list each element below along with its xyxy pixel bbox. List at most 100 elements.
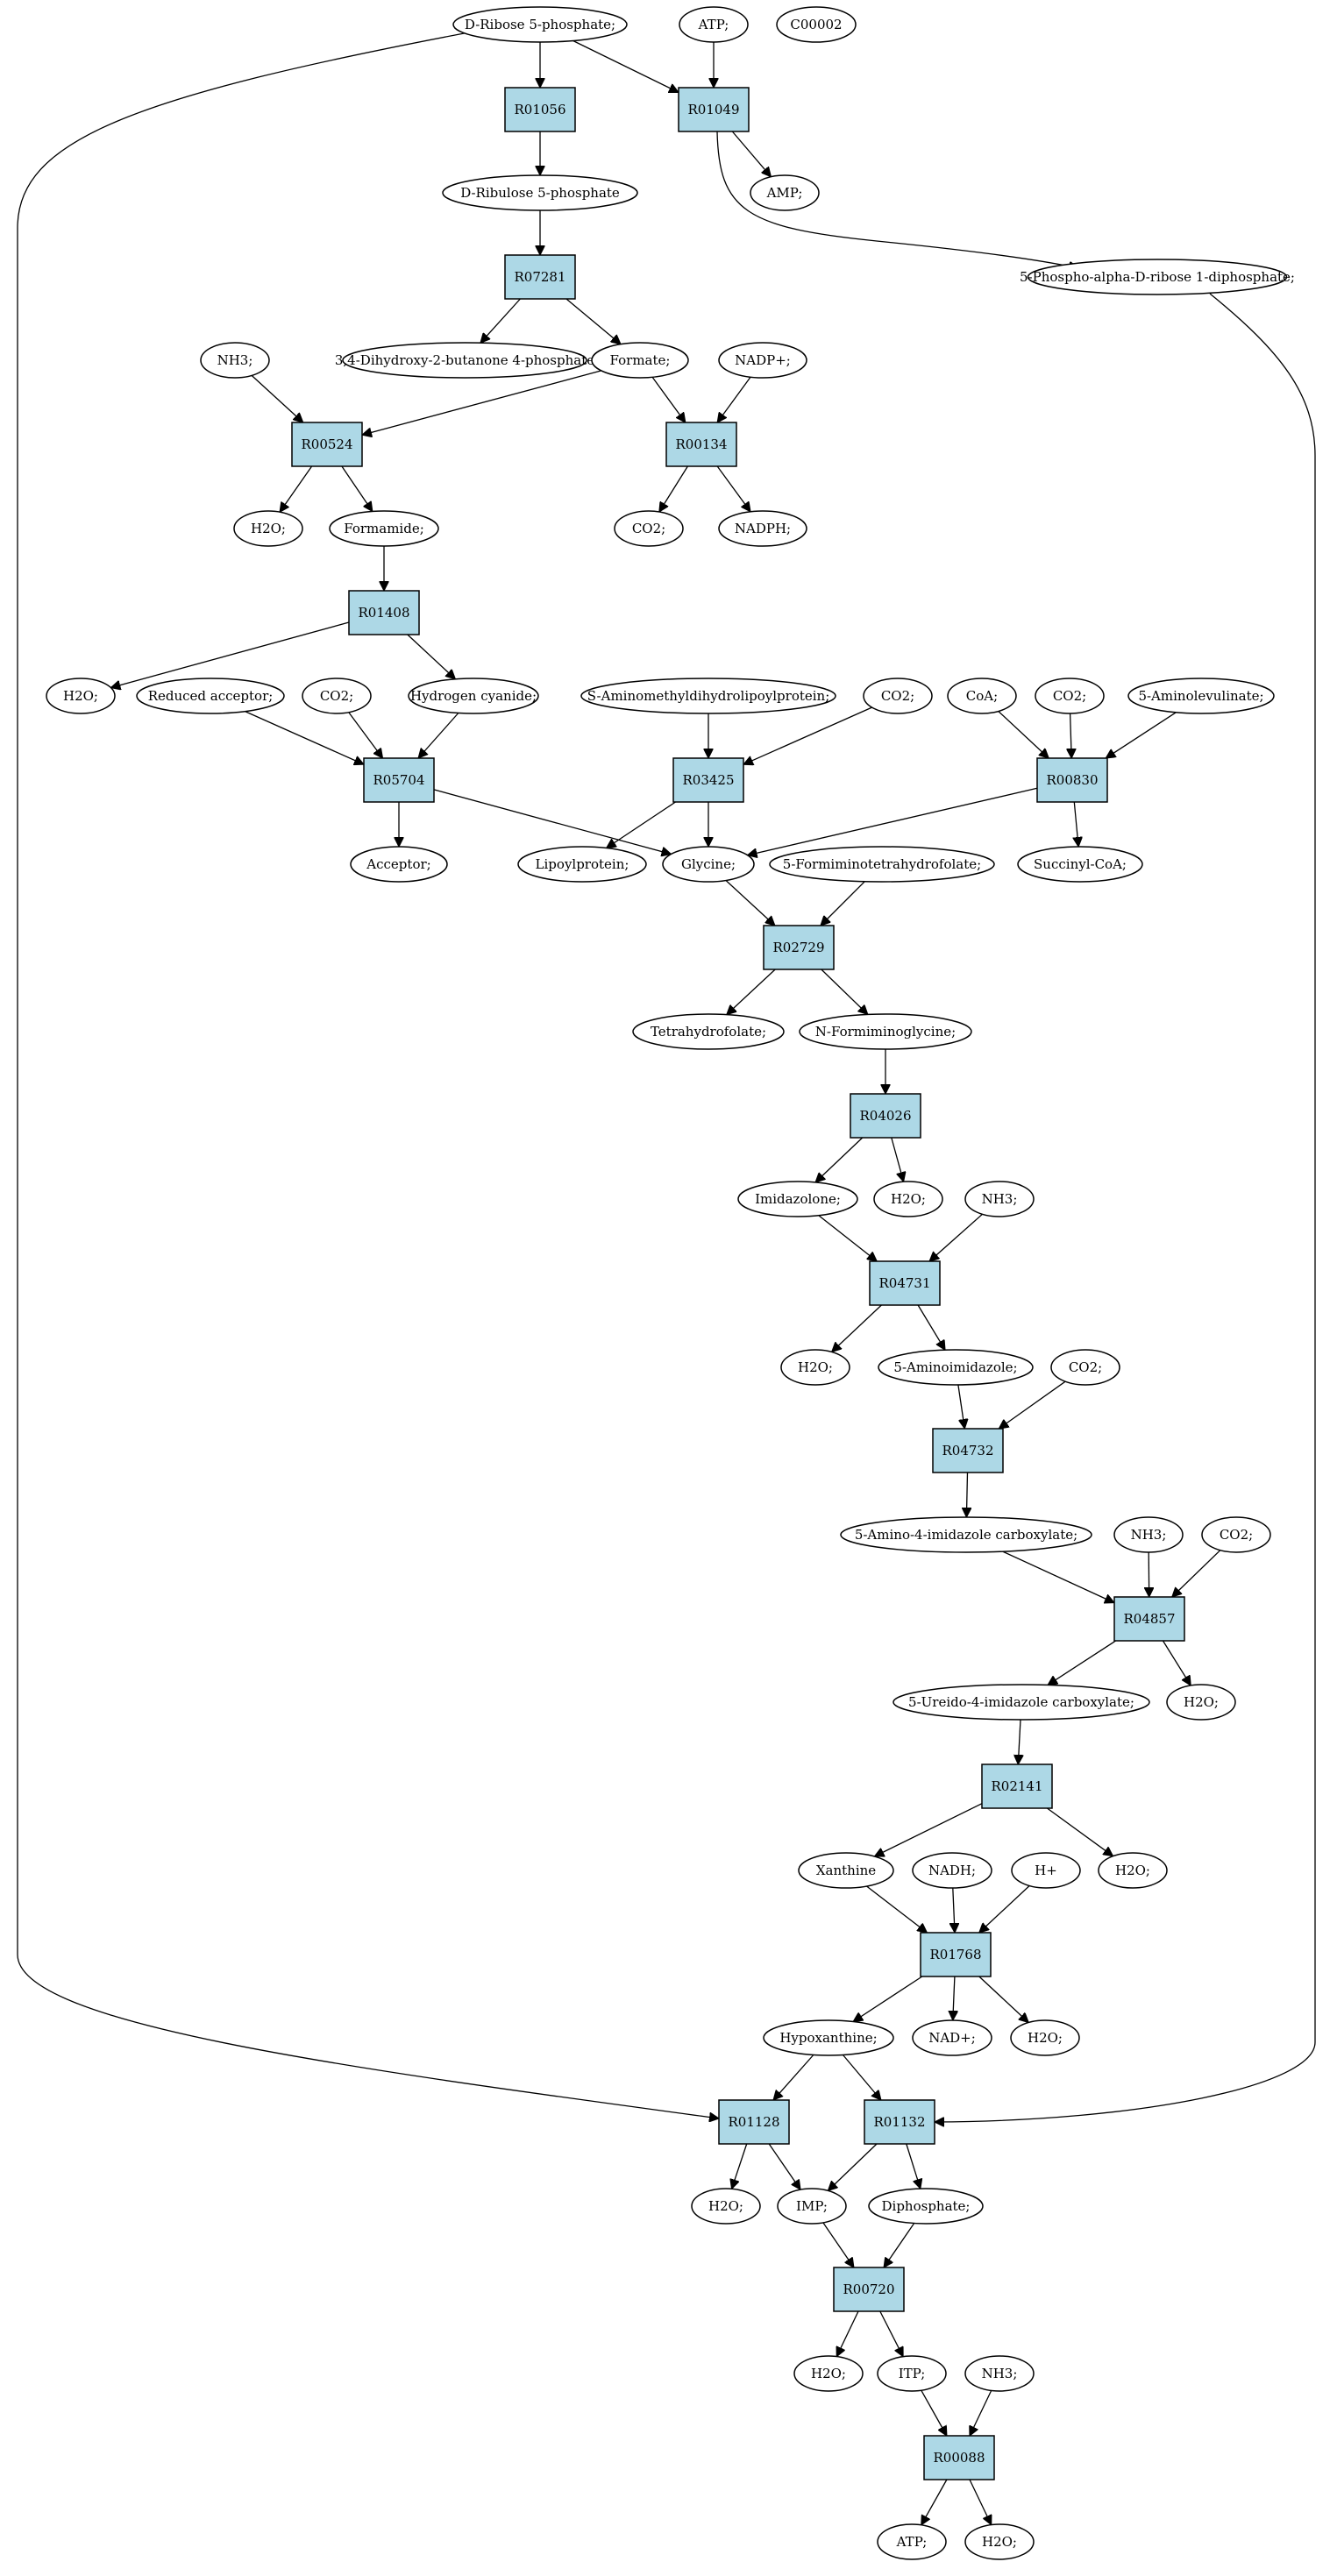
- reaction-node-r_R04026[interactable]: R04026: [850, 1093, 921, 1139]
- node-label: CO2;: [1069, 1359, 1102, 1375]
- compound-node-n_ribulose5p[interactable]: D-Ribulose 5-phosphate: [442, 174, 638, 211]
- compound-node-n_c00002[interactable]: C00002: [776, 6, 857, 43]
- reaction-node-r_R01056[interactable]: R01056: [504, 87, 576, 132]
- compound-node-n_h2o_10[interactable]: H2O;: [964, 2523, 1035, 2560]
- reaction-node-r_R01768[interactable]: R01768: [920, 1932, 992, 1977]
- compound-node-n_co2_5[interactable]: CO2;: [1050, 1349, 1120, 1386]
- reaction-node-r_R01128[interactable]: R01128: [718, 2099, 790, 2145]
- compound-node-n_nadp[interactable]: NADP+;: [718, 342, 807, 379]
- compound-ellipse: [632, 1013, 785, 1050]
- compound-node-n_h2o_1[interactable]: H2O;: [233, 510, 303, 547]
- compound-node-n_nh3_2[interactable]: NH3;: [964, 1181, 1035, 1217]
- compound-ellipse: [302, 678, 372, 714]
- compound-ellipse: [342, 342, 587, 379]
- reaction-node-r_R07281[interactable]: R07281: [504, 254, 576, 300]
- compound-node-n_samdlp[interactable]: S-Aminomethyldihydrolipoylprotein;: [580, 678, 836, 714]
- node-label: Reduced acceptor;: [148, 688, 274, 704]
- reaction-node-r_R04731[interactable]: R04731: [869, 1260, 941, 1306]
- compound-node-n_acceptor[interactable]: Acceptor;: [350, 846, 448, 883]
- compound-node-n_h2o_2[interactable]: H2O;: [46, 678, 116, 714]
- compound-node-n_hypoxanthine[interactable]: Hypoxanthine;: [763, 2019, 894, 2056]
- compound-node-n_5u4ic[interactable]: 5-Ureido-4-imidazole carboxylate;: [893, 1684, 1150, 1721]
- reaction-node-r_R03425[interactable]: R03425: [672, 757, 744, 803]
- compound-node-n_ala[interactable]: 5-Aminolevulinate;: [1127, 678, 1275, 714]
- compound-ellipse: [329, 510, 439, 547]
- compound-node-n_imidazolone[interactable]: Imidazolone;: [737, 1181, 858, 1217]
- reaction-node-r_R00830[interactable]: R00830: [1036, 757, 1108, 803]
- compound-node-n_nfg[interactable]: N-Formiminoglycine;: [799, 1013, 972, 1050]
- reaction-node-r_R01408[interactable]: R01408: [348, 590, 420, 635]
- compound-node-n_atp_top[interactable]: ATP;: [679, 6, 749, 43]
- reaction-node-r_R00720[interactable]: R00720: [833, 2267, 905, 2312]
- compound-node-n_ribose5p[interactable]: D-Ribose 5-phosphate;: [452, 6, 628, 43]
- compound-node-n_nh3_1[interactable]: NH3;: [200, 342, 270, 379]
- compound-node-n_5ai[interactable]: 5-Aminoimidazole;: [878, 1349, 1034, 1386]
- compound-node-n_h2o_9[interactable]: H2O;: [793, 2355, 864, 2392]
- reaction-node-r_R04857[interactable]: R04857: [1113, 1596, 1185, 1642]
- node-label: H2O;: [811, 2366, 846, 2381]
- compound-node-n_co2_2[interactable]: CO2;: [302, 678, 372, 714]
- compound-node-n_redacc[interactable]: Reduced acceptor;: [136, 678, 285, 714]
- compound-node-n_dhbp[interactable]: 3,4-Dihydroxy-2-butanone 4-phosphate: [335, 342, 594, 379]
- reaction-node-r_R02729[interactable]: R02729: [763, 925, 835, 970]
- compound-node-n_atp_bottom[interactable]: ATP;: [877, 2523, 947, 2560]
- compound-node-n_hplus[interactable]: H+: [1011, 1852, 1081, 1889]
- node-label: R04732: [942, 1443, 993, 1458]
- compound-node-n_nh3_4[interactable]: NH3;: [964, 2355, 1035, 2392]
- compound-node-n_diphosphate[interactable]: Diphosphate;: [868, 2188, 984, 2225]
- reaction-box: [504, 254, 576, 300]
- compound-node-n_co2_1[interactable]: CO2;: [614, 510, 684, 547]
- compound-node-n_nadh[interactable]: NADH;: [912, 1852, 992, 1889]
- node-label: Hypoxanthine;: [779, 2030, 877, 2046]
- compound-ellipse: [1127, 678, 1275, 714]
- compound-node-n_succoa[interactable]: Succinyl-CoA;: [1017, 846, 1143, 883]
- compound-node-n_imp[interactable]: IMP;: [777, 2188, 847, 2225]
- compound-node-n_hcn[interactable]: Hydrogen cyanide;: [408, 678, 539, 714]
- compound-node-n_h2o_3[interactable]: H2O;: [873, 1181, 943, 1217]
- edge-r_R01128-to-n_imp: [768, 2143, 800, 2189]
- compound-node-n_fthf[interactable]: 5-Formiminotetrahydrofolate;: [769, 846, 995, 883]
- reaction-node-r_R00524[interactable]: R00524: [291, 422, 363, 467]
- edge-n_prpp-to-r_R01132: [935, 293, 1316, 2122]
- compound-node-n_co2_6[interactable]: CO2;: [1201, 1516, 1271, 1553]
- compound-node-n_prpp[interactable]: 5-Phospho-alpha-D-ribose 1-diphosphate;: [1020, 259, 1295, 295]
- compound-node-n_formamide[interactable]: Formamide;: [329, 510, 439, 547]
- reaction-node-r_R01132[interactable]: R01132: [864, 2099, 935, 2145]
- compound-node-n_amp[interactable]: AMP;: [750, 174, 820, 211]
- reaction-node-r_R01049[interactable]: R01049: [678, 87, 750, 132]
- compound-node-n_co2_3[interactable]: CO2;: [863, 678, 933, 714]
- compound-node-n_formate[interactable]: Formate;: [591, 342, 689, 379]
- compound-node-n_xanthine[interactable]: Xanthine: [798, 1852, 894, 1889]
- reaction-node-r_R05704[interactable]: R05704: [363, 757, 435, 803]
- compound-node-n_co2_4[interactable]: CO2;: [1035, 678, 1105, 714]
- compound-node-n_nad[interactable]: NAD+;: [912, 2019, 992, 2056]
- edge-n_co2_3-to-r_R03425: [743, 706, 872, 764]
- reaction-node-r_R00088[interactable]: R00088: [923, 2435, 995, 2480]
- edge-n_itp-to-r_R00088: [921, 2389, 947, 2436]
- edge-n_nadh-to-r_R01768: [953, 1887, 955, 1933]
- edge-r_R04026-to-n_h2o_3: [891, 1137, 904, 1182]
- node-label: H2O;: [251, 521, 286, 536]
- compound-ellipse: [1027, 259, 1288, 295]
- reaction-node-r_R02141[interactable]: R02141: [981, 1763, 1053, 1809]
- compound-node-n_thf[interactable]: Tetrahydrofolate;: [632, 1013, 785, 1050]
- edge-n_coa-to-r_R00830: [998, 711, 1049, 759]
- compound-node-n_h2o_7[interactable]: H2O;: [1010, 2019, 1080, 2056]
- compound-node-n_h2o_8[interactable]: H2O;: [691, 2188, 761, 2225]
- edge-r_R04731-to-n_5ai: [917, 1304, 945, 1350]
- compound-node-n_lipoyl[interactable]: Lipoylprotein;: [517, 846, 647, 883]
- edge-r_R00830-to-n_succoa: [1074, 801, 1078, 847]
- reaction-node-r_R00134[interactable]: R00134: [665, 422, 737, 467]
- compound-node-n_coa[interactable]: CoA;: [947, 678, 1017, 714]
- compound-node-n_nadph[interactable]: NADPH;: [718, 510, 807, 547]
- compound-node-n_itp[interactable]: ITP;: [877, 2355, 947, 2392]
- compound-node-n_5a4ic[interactable]: 5-Amino-4-imidazole carboxylate;: [840, 1516, 1092, 1553]
- node-label: R00720: [843, 2281, 894, 2297]
- compound-node-n_h2o_5[interactable]: H2O;: [1166, 1684, 1236, 1721]
- compound-node-n_h2o_6[interactable]: H2O;: [1098, 1852, 1168, 1889]
- compound-node-n_h2o_4[interactable]: H2O;: [780, 1349, 850, 1386]
- compound-node-n_glycine[interactable]: Glycine;: [662, 846, 755, 883]
- node-label: NADP+;: [735, 352, 791, 368]
- reaction-node-r_R04732[interactable]: R04732: [932, 1428, 1004, 1473]
- compound-node-n_nh3_3[interactable]: NH3;: [1113, 1516, 1184, 1553]
